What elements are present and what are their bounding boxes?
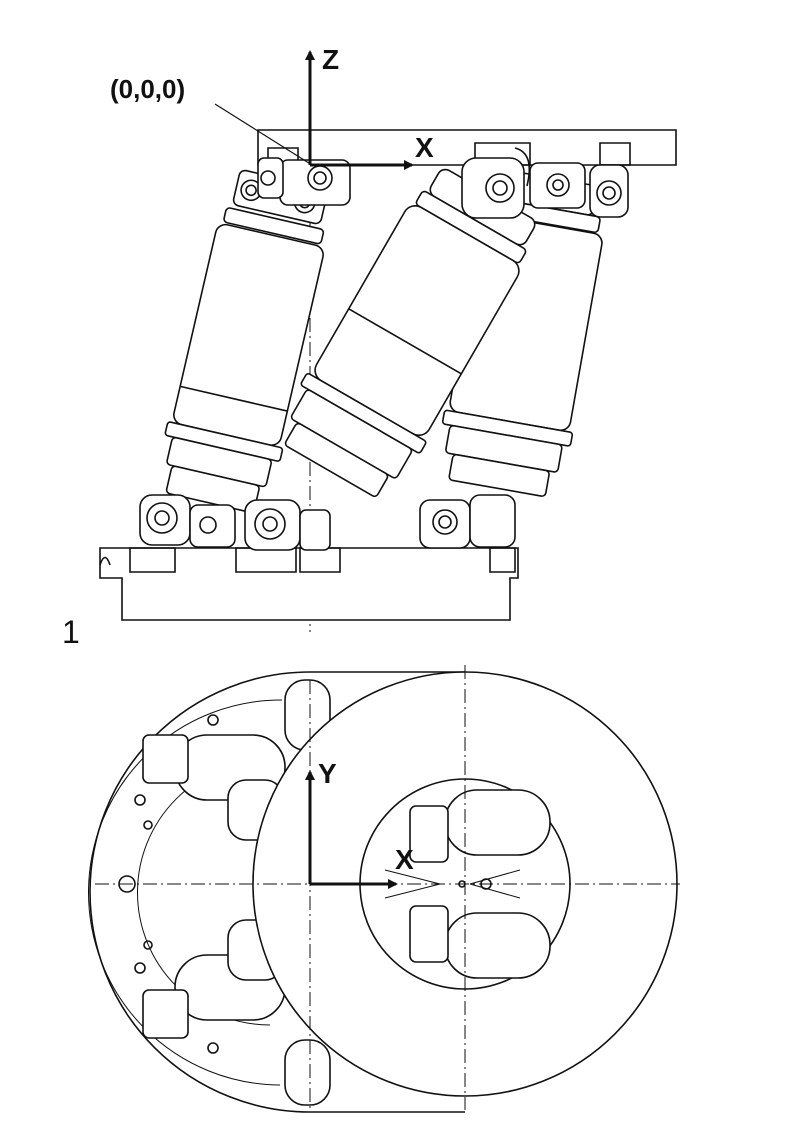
joint-top-middle [462, 148, 529, 218]
joint-bottom-right [420, 495, 515, 548]
y-axis-label: Y [318, 758, 337, 789]
top-view-inner-struts [385, 790, 550, 978]
origin-leader-line [215, 104, 312, 165]
x-axis-label-top: X [395, 844, 414, 875]
bottom-platform [100, 548, 518, 620]
base-outline [90, 672, 310, 1112]
strut-left [152, 166, 342, 516]
joint-bottom-left [140, 495, 235, 547]
side-view [100, 50, 676, 632]
joint-top-right [530, 163, 628, 217]
joint-bottom-middle [245, 500, 330, 550]
z-axis-label: Z [322, 44, 340, 75]
top-view [88, 665, 680, 1112]
joint-top-left [258, 158, 350, 205]
top-platform [258, 130, 676, 165]
origin-label: (0,0,0) [110, 74, 186, 104]
x-axis-label-side: X [415, 132, 434, 163]
figure-number-label: 1 [62, 614, 80, 650]
